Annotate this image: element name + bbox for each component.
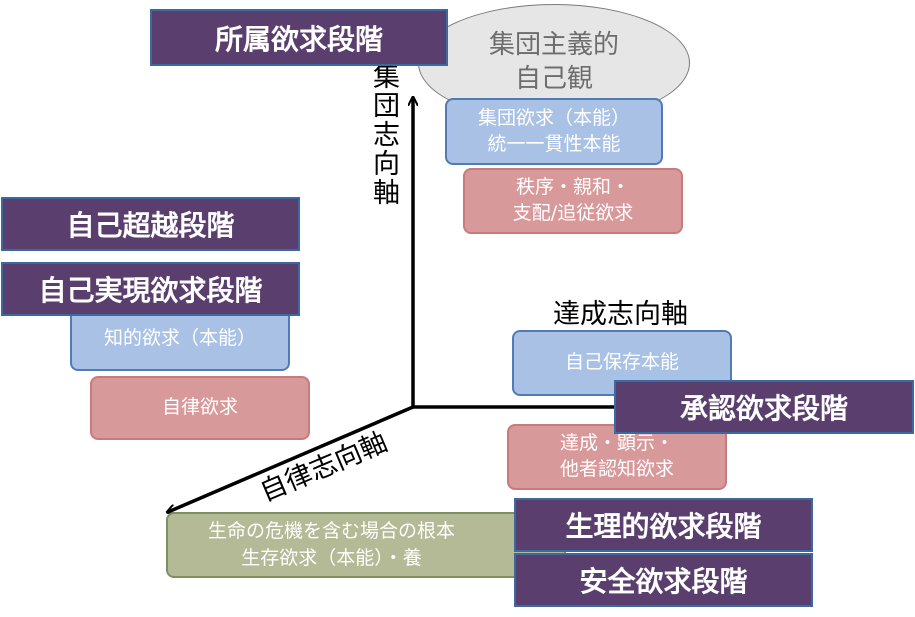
self-preservation-label: 自己保存本能 <box>564 351 679 374</box>
achievement-need-box: 達成・顕示・ 他者認知欲求 <box>507 424 727 490</box>
survival-box: 生命の危機を含む場合の根本 生存欲求（本能）・養 <box>166 512 566 578</box>
group-instinct-box: 集団欲求（本能） 統一一貫性本能 <box>445 98 663 165</box>
survival-label: 生命の危機を含む場合の根本 生存欲求（本能）・養 <box>208 520 456 569</box>
autonomy-need-box: 自律欲求 <box>90 376 310 440</box>
belonging-stage: 所属欲求段階 <box>150 9 448 66</box>
order-affiliation-label: 秩序・親和・ 支配/追従欲求 <box>512 176 634 224</box>
autonomy-axis-line <box>168 405 414 512</box>
knowledge-label: 知的欲求（本能） <box>103 326 256 349</box>
safety-stage: 安全欲求段階 <box>514 553 813 607</box>
group-instinct-label: 集団欲求（本能） 統一一貫性本能 <box>477 106 630 155</box>
achievement-need-label: 達成・顕示・ 他者認知欲求 <box>559 432 674 480</box>
physiological-stage: 生理的欲求段階 <box>514 498 813 552</box>
group-axis-label: 集団志向軸 <box>368 62 399 207</box>
order-affiliation-box: 秩序・親和・ 支配/追従欲求 <box>463 168 683 234</box>
autonomy-need-label: 自律欲求 <box>161 396 238 419</box>
self-actualization-stage: 自己実現欲求段階 <box>1 262 300 316</box>
collectivist-self-view-label: 集団主義的 自己観 <box>488 30 619 94</box>
esteem-stage: 承認欲求段階 <box>614 380 914 434</box>
achievement-axis-label: 達成志向軸 <box>553 299 688 330</box>
self-transcendence-stage: 自己超越段階 <box>1 197 300 251</box>
